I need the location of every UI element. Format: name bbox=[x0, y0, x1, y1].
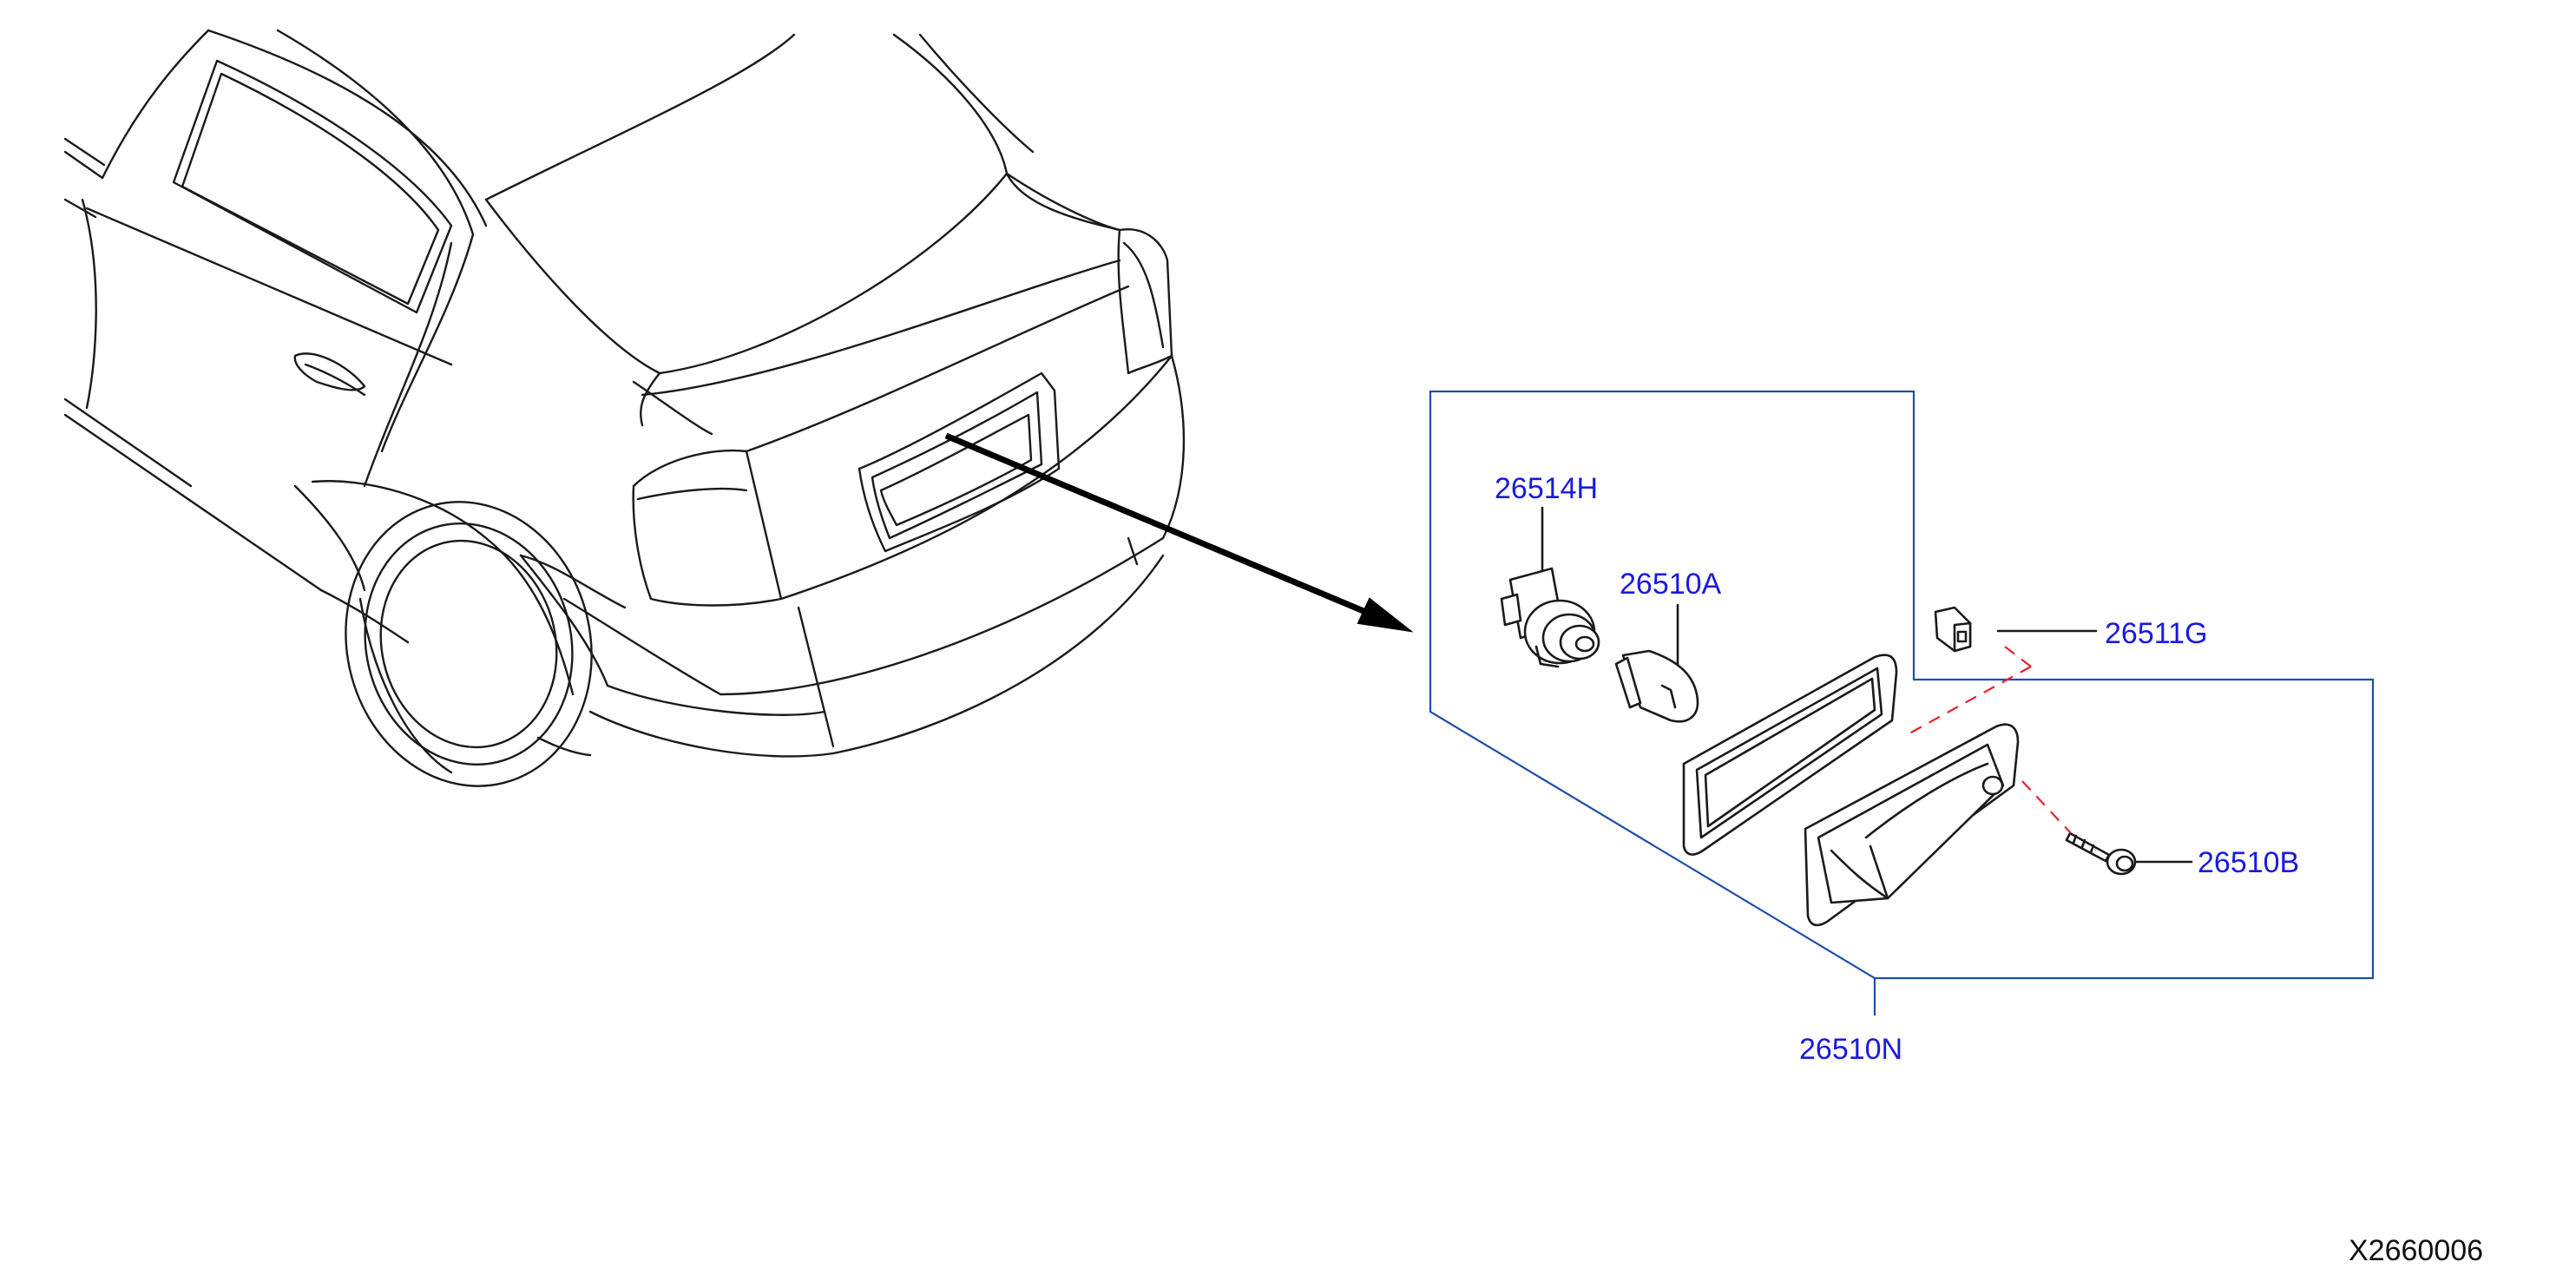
screw-part bbox=[2065, 831, 2193, 876]
clip-part bbox=[1934, 606, 2098, 653]
callout-26510A[interactable]: 26510A bbox=[1620, 568, 1722, 601]
socket-part bbox=[1500, 506, 1600, 668]
assembly-dash-lines bbox=[1909, 646, 2072, 834]
callout-26514H[interactable]: 26514H bbox=[1495, 472, 1599, 505]
pointer-arrow bbox=[944, 432, 1414, 633]
lens-gasket-part bbox=[1682, 654, 1898, 856]
callout-26510N[interactable]: 26510N bbox=[1799, 1033, 1903, 1066]
callout-26510B[interactable]: 26510B bbox=[2198, 846, 2300, 879]
lamp-housing-part bbox=[1804, 723, 2020, 927]
diagram-code: X2660006 bbox=[2349, 1234, 2484, 1267]
vehicle-illustration bbox=[63, 29, 1186, 787]
callout-26511G[interactable]: 26511G bbox=[2105, 617, 2208, 650]
bulb-part bbox=[1614, 603, 1699, 723]
assembly-boundary bbox=[1429, 390, 2375, 980]
